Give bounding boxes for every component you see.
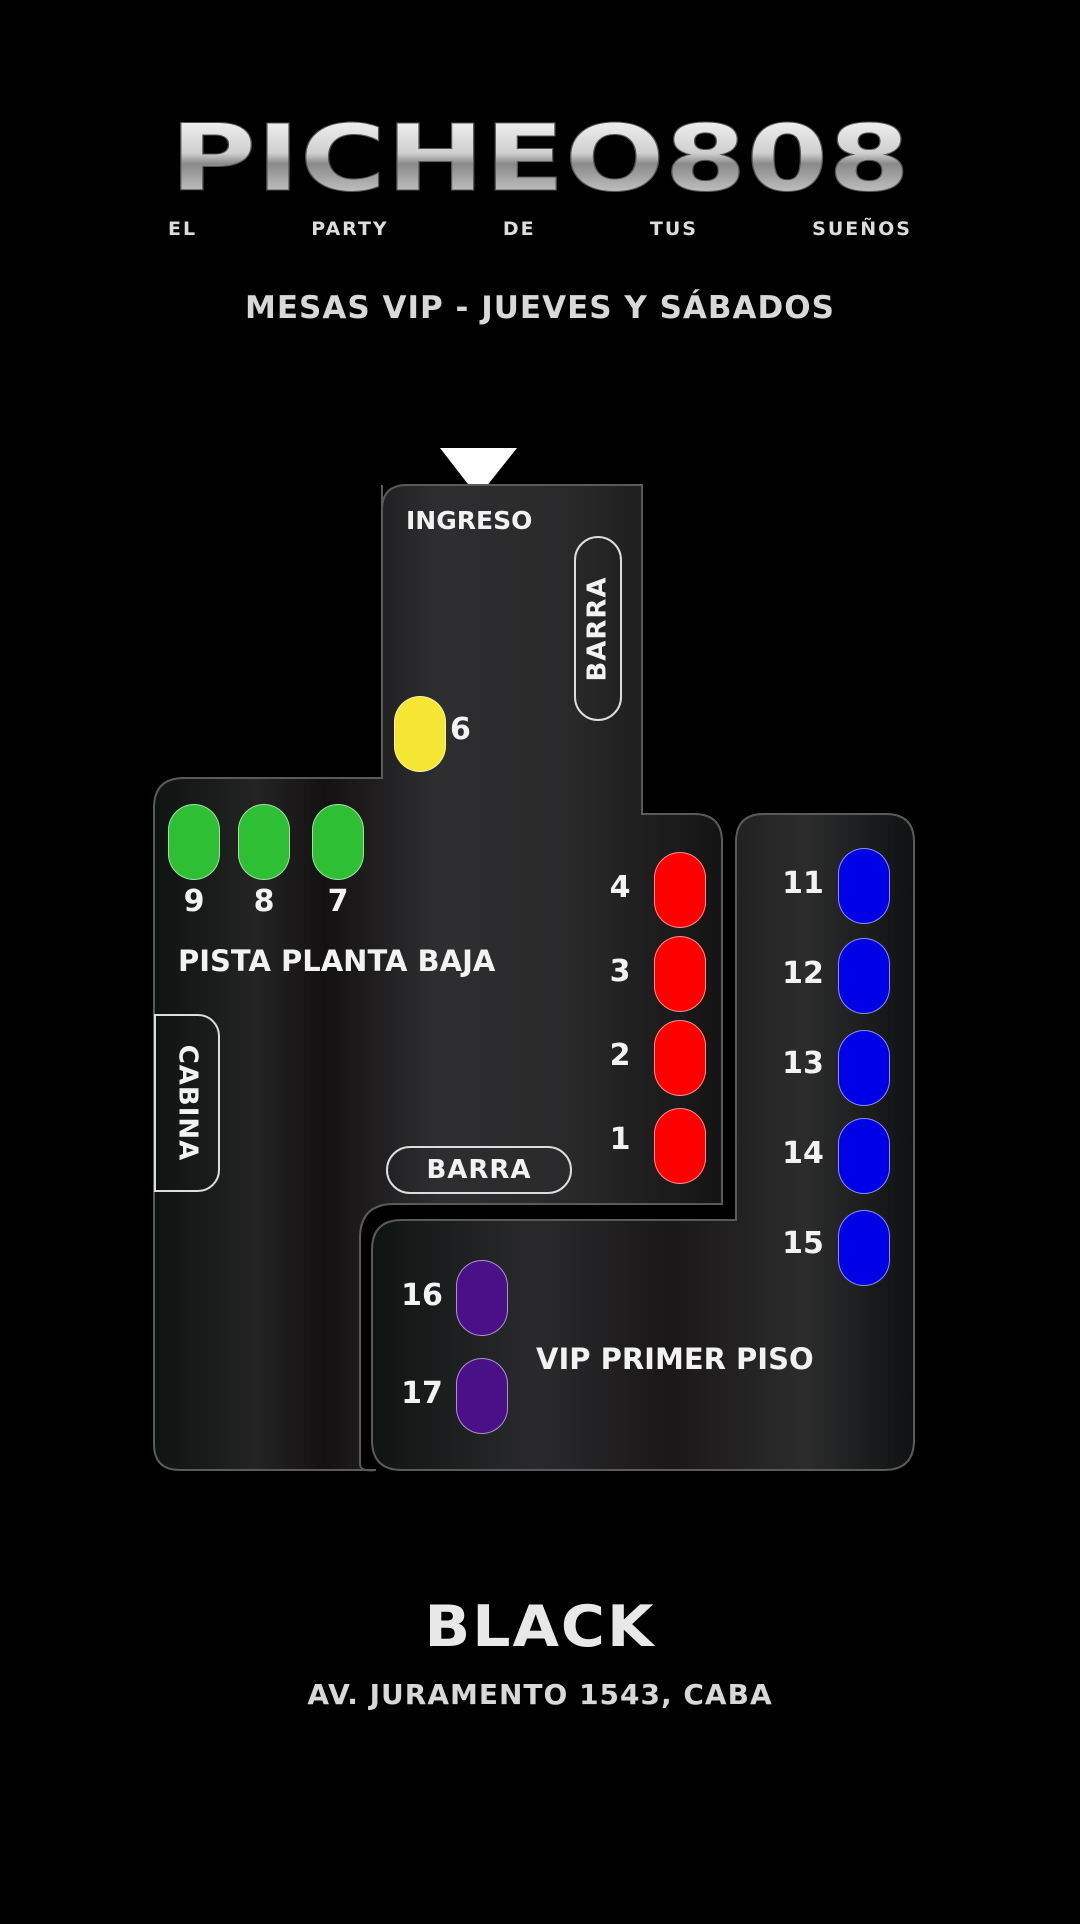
venue-name: BLACK (424, 1593, 656, 1661)
tagline-word: PARTY (311, 218, 389, 240)
entrance-arrow (440, 448, 517, 497)
vip-table-14[interactable] (838, 1118, 890, 1194)
table-number: 9 (183, 884, 205, 919)
table-number: 12 (782, 956, 824, 991)
table-number: 3 (609, 954, 631, 989)
page-subtitle: MESAS VIP - JUEVES Y SÁBADOS (245, 290, 835, 326)
table-number: 13 (782, 1046, 824, 1081)
logo-text: PICHEO808 (170, 118, 910, 200)
tagline: EL PARTY DE TUS SUEÑOS (168, 218, 912, 240)
tagline-word: SUEÑOS (812, 218, 912, 240)
booth-label: CABINA (172, 1044, 203, 1162)
vip-table-12[interactable] (838, 938, 890, 1014)
entrance-label: INGRESO (406, 506, 533, 535)
booth: CABINA (154, 1014, 220, 1192)
vip-table-16[interactable] (456, 1260, 508, 1336)
vip-table-8[interactable] (238, 804, 290, 880)
tagline-word: TUS (649, 218, 698, 240)
table-number: 15 (782, 1226, 824, 1261)
table-number: 6 (450, 712, 471, 747)
table-number: 11 (782, 866, 824, 901)
vip-table-17[interactable] (456, 1358, 508, 1434)
vip-table-1[interactable] (654, 1108, 706, 1184)
tagline-word: EL (168, 218, 198, 240)
table-number: 4 (609, 870, 631, 905)
tagline-word: DE (502, 218, 536, 240)
table-number: 17 (401, 1376, 443, 1411)
table-number: 2 (609, 1038, 631, 1073)
vip-table-2[interactable] (654, 1020, 706, 1096)
vip-table-4[interactable] (654, 852, 706, 928)
vip-floor-label: VIP PRIMER PISO (536, 1342, 814, 1376)
table-number: 8 (253, 884, 275, 919)
bar-bottom-label: BARRA (426, 1155, 532, 1185)
table-number: 16 (401, 1278, 443, 1313)
table-number: 14 (782, 1136, 824, 1171)
vip-table-11[interactable] (838, 848, 890, 924)
main-floor-label: PISTA PLANTA BAJA (178, 944, 496, 978)
bar-bottom: BARRA (386, 1146, 572, 1194)
venue-address: AV. JURAMENTO 1543, CABA (307, 1678, 773, 1711)
vip-table-7[interactable] (312, 804, 364, 880)
vip-table-6[interactable] (394, 696, 446, 772)
vip-table-3[interactable] (654, 936, 706, 1012)
vip-table-13[interactable] (838, 1030, 890, 1106)
table-number: 7 (327, 884, 349, 919)
brand-logo: PICHEO808 (165, 105, 915, 213)
bar-top: BARRA (574, 536, 622, 721)
table-number: 1 (609, 1122, 631, 1157)
bar-top-label: BARRA (583, 575, 614, 682)
vip-table-15[interactable] (838, 1210, 890, 1286)
vip-table-9[interactable] (168, 804, 220, 880)
